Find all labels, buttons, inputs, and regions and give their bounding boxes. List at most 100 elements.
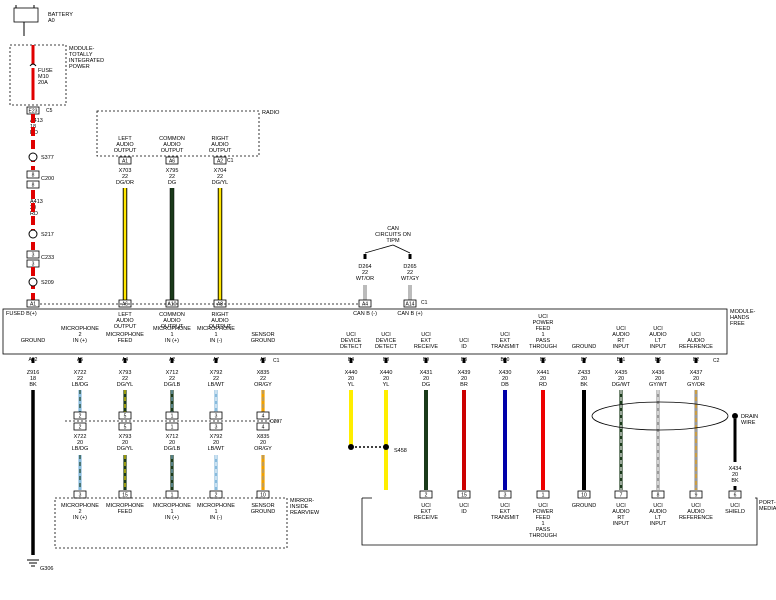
- hands-free-module: [2, 308, 728, 355]
- port-pin: [457, 490, 471, 499]
- pin-code: B6: [655, 357, 661, 363]
- wire-code: DG: [168, 180, 176, 186]
- c207-pin-label: 4: [262, 414, 265, 420]
- terminal: [694, 358, 698, 363]
- port-label: AUDIO: [612, 509, 630, 515]
- mirror-label: SENSOR: [251, 503, 274, 509]
- wire-code: RD: [539, 382, 547, 388]
- wire-code: 20: [655, 376, 661, 382]
- hf-pin-label: A4: [362, 302, 368, 308]
- fuse-label: FUSE: [38, 68, 53, 74]
- pin-code: B2: [693, 357, 699, 363]
- port-title: PORT-: [759, 500, 776, 506]
- c207-label: C207: [270, 419, 282, 425]
- wire-code: X835: [257, 370, 270, 376]
- radio-output-label: OUTPUT: [209, 148, 232, 154]
- port-pin-label: 9: [695, 493, 698, 499]
- uci-label: UCI: [616, 326, 626, 332]
- pin-code: B8: [383, 357, 389, 363]
- hf-title: MODULE-: [730, 309, 756, 315]
- hf-fused-label: FUSED B(+): [6, 311, 37, 317]
- wire-code: LB/WT: [208, 382, 225, 388]
- tipm-conn: C5: [46, 108, 53, 114]
- mirror-label: 1: [170, 509, 173, 515]
- circuit-label: GROUND: [251, 338, 275, 344]
- wire-code: BK: [580, 382, 588, 388]
- circuit-label: IN (-): [210, 338, 223, 344]
- radio-pin-label: A1: [122, 159, 128, 165]
- c207-pin-label: 1: [171, 414, 174, 420]
- pin-code: B4: [348, 357, 354, 363]
- port-label: POWER: [533, 509, 554, 515]
- wire-code: X441: [537, 370, 550, 376]
- hf-pin: [118, 299, 132, 308]
- uci-label: UCI: [691, 332, 701, 338]
- c207-pin-label: 3: [215, 414, 218, 420]
- mirror-label: 2: [78, 509, 81, 515]
- uci-label: UCI: [538, 314, 548, 320]
- shield-ellipse: [591, 401, 729, 431]
- radio-pin: [165, 156, 179, 165]
- battery-symbol: [13, 7, 39, 23]
- battery-label: BATTERY: [48, 12, 73, 18]
- pin-code: A5: [77, 357, 83, 363]
- wire-code: YL: [383, 382, 390, 388]
- circuit-label: IN (+): [165, 338, 179, 344]
- pin-code: A4: [122, 357, 128, 363]
- mirror-label: MICROPHONE: [106, 503, 144, 509]
- wire-code: 20: [461, 376, 467, 382]
- pin-code: B11: [617, 357, 626, 363]
- hf-pin: [165, 299, 179, 308]
- mirror-pin-label: 1: [171, 493, 174, 499]
- can-title: CIRCUITS ON: [375, 232, 411, 238]
- wire-code: DG/YL: [117, 382, 134, 388]
- can-title: TIPM: [386, 238, 400, 244]
- c200-pin-label: 8: [32, 173, 35, 179]
- c233-label: C233: [41, 255, 54, 261]
- mirror-label: IN (-): [210, 515, 223, 521]
- uci-label: THROUGH: [529, 344, 557, 350]
- radio-conn: C1: [227, 158, 234, 164]
- uci-label: UCI: [346, 332, 356, 338]
- drain-dot: [732, 413, 738, 419]
- port-label: FEED: [536, 515, 551, 521]
- port-label: INPUT: [650, 521, 667, 527]
- hf-label: LEFT: [118, 312, 132, 318]
- port-pin-label: 8: [657, 493, 660, 499]
- circuit-label: 1: [214, 332, 217, 338]
- uci-label: DETECT: [375, 344, 398, 350]
- wire-code: YL: [348, 382, 355, 388]
- wire-code: D264: [358, 264, 371, 270]
- wire-code: LB/WT: [208, 446, 225, 452]
- circuit-label: SENSOR: [251, 332, 274, 338]
- hf-title: HANDS: [730, 315, 750, 321]
- uci-label: TRANSMIT: [491, 344, 520, 350]
- uci-label: ID: [461, 344, 467, 350]
- port-label: 1: [541, 521, 544, 527]
- c207-pin: [209, 411, 223, 420]
- port-pin-label: 10: [581, 493, 587, 499]
- wire-code: Z433: [578, 370, 591, 376]
- wire-code: GY/OR: [687, 382, 705, 388]
- pin-code: A22: [29, 357, 38, 363]
- mirror-label: FEED: [118, 509, 133, 515]
- terminal: [214, 358, 218, 363]
- drain-label: DRAIN: [741, 414, 758, 420]
- wire-code: LB/DG: [72, 382, 89, 388]
- port-pin: [728, 490, 742, 499]
- wire-code: 20: [260, 440, 266, 446]
- hf-pin: [26, 299, 40, 308]
- hf-label: AUDIO: [116, 318, 134, 324]
- battery-label: A0: [48, 18, 55, 24]
- c207-pin: [73, 422, 87, 431]
- c233-pin-label: 3: [32, 262, 35, 268]
- radio-output-label: LEFT: [118, 136, 132, 142]
- wire-code: DG/LB: [164, 446, 181, 452]
- port-pin: [536, 490, 550, 499]
- pin-code: A8: [260, 357, 266, 363]
- wire-code: 22: [260, 376, 266, 382]
- port-label: UCI: [691, 503, 701, 509]
- mirror-label: MICROPHONE: [61, 503, 99, 509]
- wire-code: 22: [217, 174, 223, 180]
- terminal: [462, 358, 466, 363]
